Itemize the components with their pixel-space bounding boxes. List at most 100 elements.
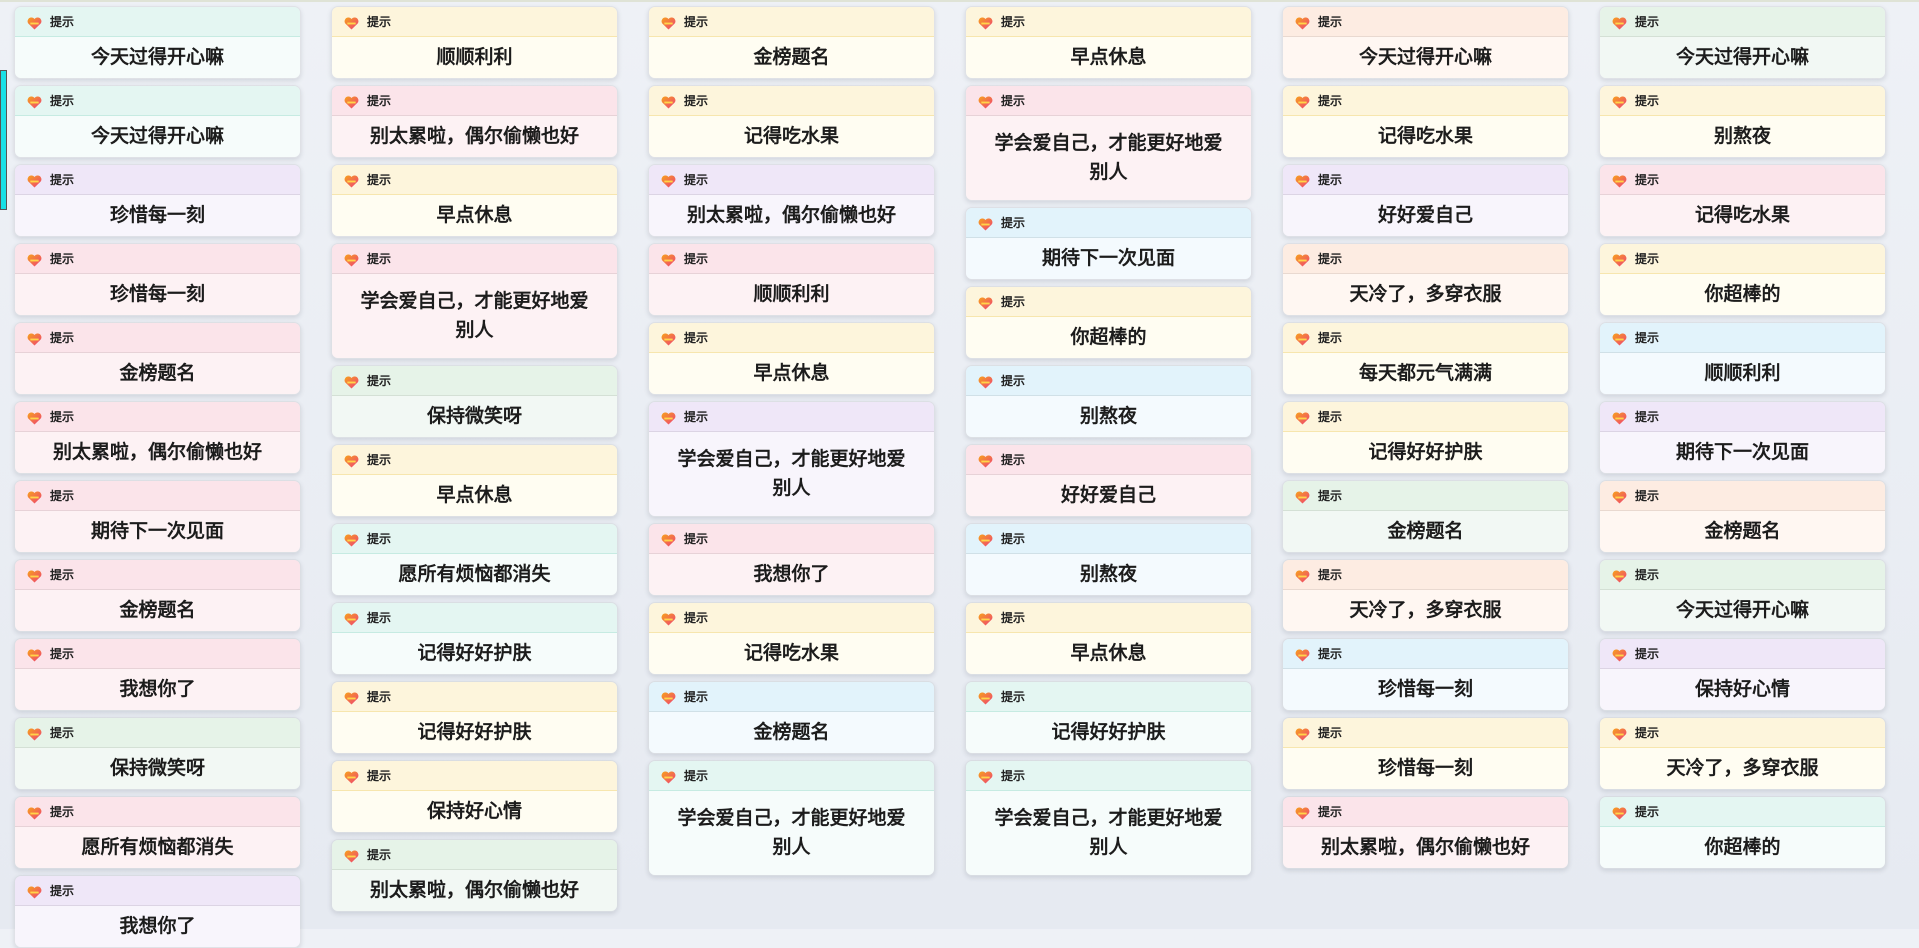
notification-card[interactable]: 提示记得吃水果 — [1599, 164, 1886, 237]
card-title: 提示 — [50, 726, 75, 740]
card-title: 提示 — [684, 690, 709, 704]
card-message: 我想你了 — [15, 906, 300, 947]
notification-card[interactable]: 提示愿所有烦恼都消失 — [331, 523, 618, 596]
notification-card[interactable]: 提示别太累啦，偶尔偷懒也好 — [331, 85, 618, 158]
heart-icon — [344, 769, 359, 784]
notification-card[interactable]: 提示金榜题名 — [1282, 480, 1569, 553]
notification-card[interactable]: 提示今天过得开心嘛 — [1282, 6, 1569, 79]
notification-card[interactable]: 提示早点休息 — [331, 164, 618, 237]
notification-card[interactable]: 提示别太累啦，偶尔偷懒也好 — [331, 839, 618, 912]
heart-icon — [344, 173, 359, 188]
notification-card[interactable]: 提示金榜题名 — [14, 322, 301, 395]
heart-icon — [661, 252, 676, 267]
card-message: 别太累啦，偶尔偷懒也好 — [649, 195, 934, 236]
notification-card[interactable]: 提示天冷了，多穿衣服 — [1599, 717, 1886, 790]
notification-card[interactable]: 提示别熬夜 — [1599, 85, 1886, 158]
card-message: 别太累啦，偶尔偷懒也好 — [332, 870, 617, 911]
notification-card[interactable]: 提示金榜题名 — [648, 681, 935, 754]
notification-card[interactable]: 提示今天过得开心嘛 — [1599, 559, 1886, 632]
notification-card[interactable]: 提示学会爱自己，才能更好地爱别人 — [648, 760, 935, 876]
card-message: 早点休息 — [649, 353, 934, 394]
notification-card[interactable]: 提示每天都元气满满 — [1282, 322, 1569, 395]
notification-card[interactable]: 提示早点休息 — [331, 444, 618, 517]
card-message: 记得吃水果 — [1600, 195, 1885, 236]
notification-card[interactable]: 提示天冷了，多穿衣服 — [1282, 243, 1569, 316]
notification-card[interactable]: 提示珍惜每一刻 — [1282, 638, 1569, 711]
card-title: 提示 — [1635, 726, 1660, 740]
heart-icon — [661, 410, 676, 425]
notification-card[interactable]: 提示早点休息 — [965, 6, 1252, 79]
notification-card[interactable]: 提示保持微笑呀 — [14, 717, 301, 790]
notification-card[interactable]: 提示早点休息 — [965, 602, 1252, 675]
card-message: 保持微笑呀 — [332, 396, 617, 437]
notification-card[interactable]: 提示珍惜每一刻 — [14, 164, 301, 237]
notification-card[interactable]: 提示记得吃水果 — [648, 85, 935, 158]
card-title: 提示 — [1001, 295, 1026, 309]
notification-card[interactable]: 提示你超棒的 — [1599, 796, 1886, 869]
notification-card[interactable]: 提示记得好好护肤 — [965, 681, 1252, 754]
notification-card[interactable]: 提示别太累啦，偶尔偷懒也好 — [648, 164, 935, 237]
notification-card[interactable]: 提示金榜题名 — [1599, 480, 1886, 553]
notification-card[interactable]: 提示珍惜每一刻 — [1282, 717, 1569, 790]
notification-card[interactable]: 提示今天过得开心嘛 — [14, 6, 301, 79]
card-title: 提示 — [50, 252, 75, 266]
card-header: 提示 — [649, 7, 934, 37]
notification-card[interactable]: 提示我想你了 — [648, 523, 935, 596]
notification-card[interactable]: 提示别太累啦，偶尔偷懒也好 — [14, 401, 301, 474]
notification-card[interactable]: 提示记得吃水果 — [1282, 85, 1569, 158]
card-title: 提示 — [1635, 94, 1660, 108]
notification-card[interactable]: 提示你超棒的 — [965, 286, 1252, 359]
heart-icon — [978, 15, 993, 30]
notification-card[interactable]: 提示早点休息 — [648, 322, 935, 395]
notification-card[interactable]: 提示保持好心情 — [1599, 638, 1886, 711]
notification-card[interactable]: 提示学会爱自己，才能更好地爱别人 — [965, 760, 1252, 876]
notification-card[interactable]: 提示记得好好护肤 — [1282, 401, 1569, 474]
card-header: 提示 — [1283, 7, 1568, 37]
notification-card[interactable]: 提示记得好好护肤 — [331, 681, 618, 754]
card-header: 提示 — [332, 366, 617, 396]
notification-card[interactable]: 提示保持微笑呀 — [331, 365, 618, 438]
notification-card[interactable]: 提示学会爱自己，才能更好地爱别人 — [965, 85, 1252, 201]
card-message: 珍惜每一刻 — [15, 195, 300, 236]
notification-card[interactable]: 提示记得吃水果 — [648, 602, 935, 675]
notification-card[interactable]: 提示别熬夜 — [965, 523, 1252, 596]
notification-card[interactable]: 提示好好爱自己 — [965, 444, 1252, 517]
notification-card[interactable]: 提示别熬夜 — [965, 365, 1252, 438]
heart-icon — [1612, 15, 1627, 30]
notification-card[interactable]: 提示今天过得开心嘛 — [1599, 6, 1886, 79]
notification-card[interactable]: 提示顺顺利利 — [331, 6, 618, 79]
notification-card[interactable]: 提示期待下一次见面 — [965, 207, 1252, 280]
card-header: 提示 — [15, 876, 300, 906]
notification-card[interactable]: 提示期待下一次见面 — [1599, 401, 1886, 474]
notification-card[interactable]: 提示珍惜每一刻 — [14, 243, 301, 316]
notification-card[interactable]: 提示金榜题名 — [648, 6, 935, 79]
notification-card[interactable]: 提示学会爱自己，才能更好地爱别人 — [648, 401, 935, 517]
notification-card[interactable]: 提示金榜题名 — [14, 559, 301, 632]
card-header: 提示 — [649, 682, 934, 712]
card-message: 学会爱自己，才能更好地爱别人 — [966, 116, 1251, 200]
heart-icon — [1612, 647, 1627, 662]
notification-card[interactable]: 提示你超棒的 — [1599, 243, 1886, 316]
notification-card[interactable]: 提示期待下一次见面 — [14, 480, 301, 553]
notification-card[interactable]: 提示好好爱自己 — [1282, 164, 1569, 237]
notification-card[interactable]: 提示保持好心情 — [331, 760, 618, 833]
notification-card[interactable]: 提示我想你了 — [14, 638, 301, 711]
card-title: 提示 — [1318, 252, 1343, 266]
notification-card[interactable]: 提示天冷了，多穿衣服 — [1282, 559, 1569, 632]
notification-card[interactable]: 提示今天过得开心嘛 — [14, 85, 301, 158]
notification-card[interactable]: 提示学会爱自己，才能更好地爱别人 — [331, 243, 618, 359]
heart-icon — [1295, 15, 1310, 30]
notification-card[interactable]: 提示我想你了 — [14, 875, 301, 948]
card-title: 提示 — [1001, 453, 1026, 467]
notification-card[interactable]: 提示记得好好护肤 — [331, 602, 618, 675]
edge-handle[interactable] — [0, 70, 7, 210]
card-message: 别太累啦，偶尔偷懒也好 — [332, 116, 617, 157]
card-message: 我想你了 — [15, 669, 300, 710]
notification-card[interactable]: 提示顺顺利利 — [648, 243, 935, 316]
notification-card[interactable]: 提示别太累啦，偶尔偷懒也好 — [1282, 796, 1569, 869]
notification-card[interactable]: 提示顺顺利利 — [1599, 322, 1886, 395]
card-title: 提示 — [684, 173, 709, 187]
card-header: 提示 — [15, 165, 300, 195]
card-message: 天冷了，多穿衣服 — [1283, 274, 1568, 315]
notification-card[interactable]: 提示愿所有烦恼都消失 — [14, 796, 301, 869]
